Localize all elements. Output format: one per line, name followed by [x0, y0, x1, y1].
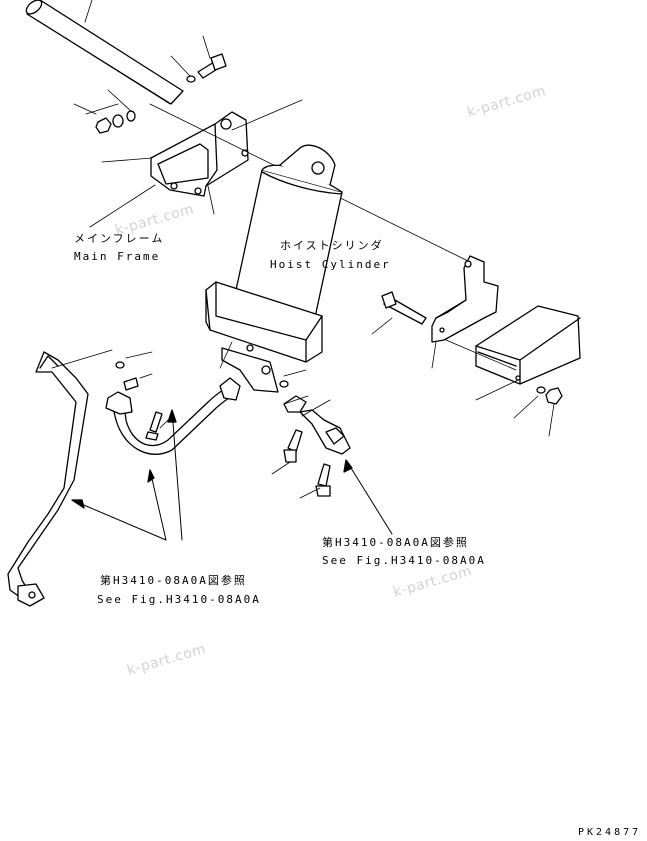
main-frame-label-en: Main Frame: [74, 250, 161, 263]
hoist-cylinder: [205, 144, 343, 393]
nut-right: [536, 386, 563, 405]
main-frame-label-jp: メインフレーム: [74, 232, 165, 245]
right-bracket: [431, 255, 499, 343]
nut-washer-set: [95, 110, 136, 134]
reference-label-left-jp: 第H3410-08A0A図参照: [100, 574, 247, 587]
page-code: PK24877: [578, 827, 642, 838]
reference-label-left-en: See Fig.H3410-08A0A: [97, 593, 261, 606]
hydraulic-hose-center: [105, 361, 241, 455]
reference-label-right-en: See Fig.H3410-08A0A: [322, 554, 486, 567]
bolt-top: [186, 53, 227, 83]
cover-plate: [475, 305, 581, 385]
reference-arrow-right[interactable]: [343, 459, 393, 535]
hoist-cylinder-label-jp: ホイストシリンダ: [280, 239, 384, 252]
flange-assembly: [279, 380, 351, 497]
main-frame-bracket: [150, 111, 249, 197]
hydraulic-pipe-left: [7, 351, 89, 607]
pin-shaft: [25, 0, 184, 105]
bolt-center: [145, 411, 163, 441]
bolt-right: [381, 291, 427, 325]
reference-label-right-jp: 第H3410-08A0A図参照: [322, 536, 469, 549]
reference-arrow-left[interactable]: [71, 409, 183, 541]
hoist-cylinder-label-en: Hoist Cylinder: [270, 258, 391, 271]
